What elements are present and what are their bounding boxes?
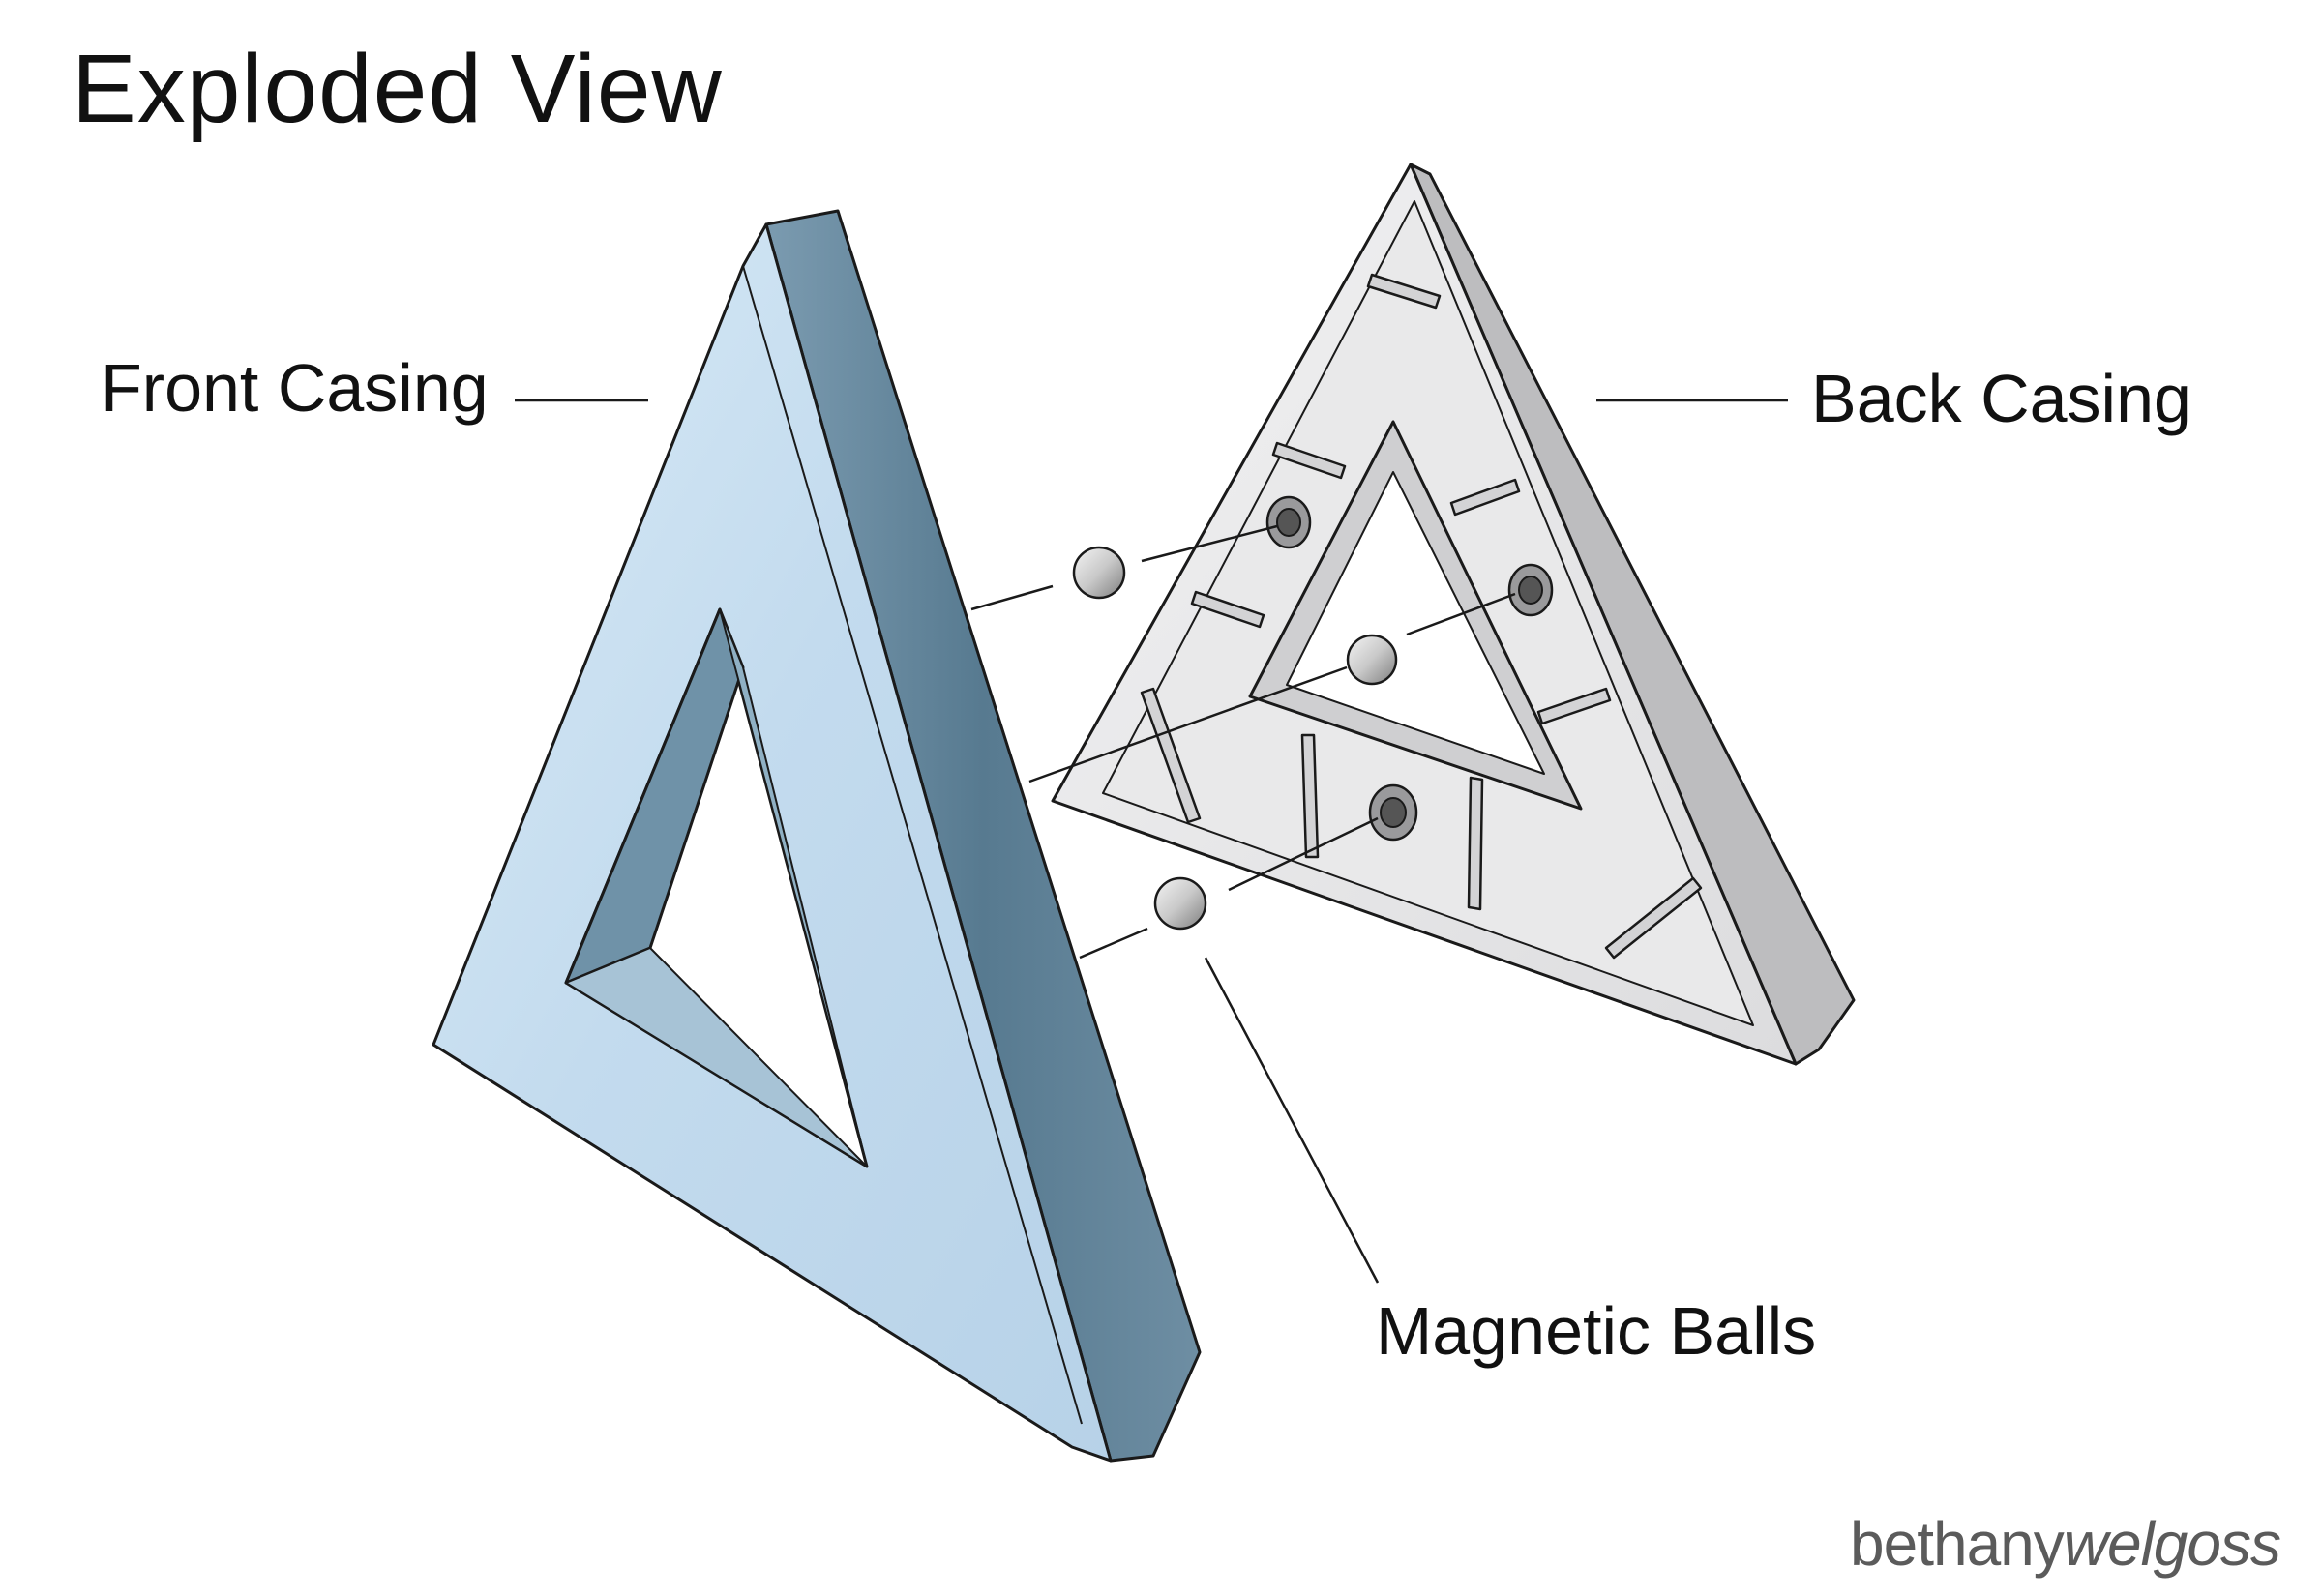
front-casing-bevel-line — [742, 265, 1083, 1425]
magnetic-ball — [1072, 546, 1126, 600]
magnetic-balls-label: Magnetic Balls — [1376, 1293, 1817, 1369]
signature-part-2: wel — [2063, 1509, 2155, 1579]
rib — [1366, 273, 1442, 310]
rib — [1536, 687, 1612, 725]
guide-line — [1079, 927, 1148, 960]
rib — [1190, 590, 1265, 629]
guide-line — [1228, 816, 1379, 892]
magnet-sockets — [1265, 495, 1554, 842]
front-casing-label: Front Casing — [101, 350, 489, 426]
back-casing-ribs — [1140, 273, 1703, 960]
guide-line — [1406, 592, 1516, 636]
front-casing-hole-wall-top — [719, 608, 868, 1167]
rib — [1449, 478, 1521, 517]
rib — [1271, 441, 1347, 480]
magnet-socket — [1368, 783, 1418, 842]
guide-line — [970, 584, 1054, 611]
rib — [1604, 876, 1703, 960]
magnetic-ball — [1346, 634, 1398, 686]
rib — [1467, 776, 1484, 911]
signature-part-3: goss — [2153, 1509, 2281, 1579]
back-casing-inner-hole — [1286, 471, 1545, 775]
magnetic-ball — [1153, 876, 1207, 931]
back-casing-label: Back Casing — [1811, 361, 2191, 436]
artist-signature: bethanywelgoss — [1850, 1513, 2281, 1575]
signature-part-1: bethany — [1850, 1509, 2065, 1579]
front-casing-hole-wall-bottom — [565, 947, 868, 1167]
callout-leader-lines — [515, 399, 1788, 1284]
rib — [1300, 733, 1320, 859]
magnet-socket — [1507, 563, 1554, 617]
magnetic-balls-leader — [1204, 957, 1380, 1284]
front-casing — [432, 209, 1202, 1463]
back-casing — [1051, 163, 1856, 1066]
magnetic-balls — [1072, 546, 1398, 931]
diagram-title: Exploded View — [72, 35, 723, 143]
assembly-guide-lines — [970, 524, 1516, 960]
magnet-socket — [1265, 495, 1312, 549]
guide-line — [1141, 524, 1278, 563]
rib — [1140, 687, 1202, 824]
guide-line — [1028, 665, 1348, 783]
